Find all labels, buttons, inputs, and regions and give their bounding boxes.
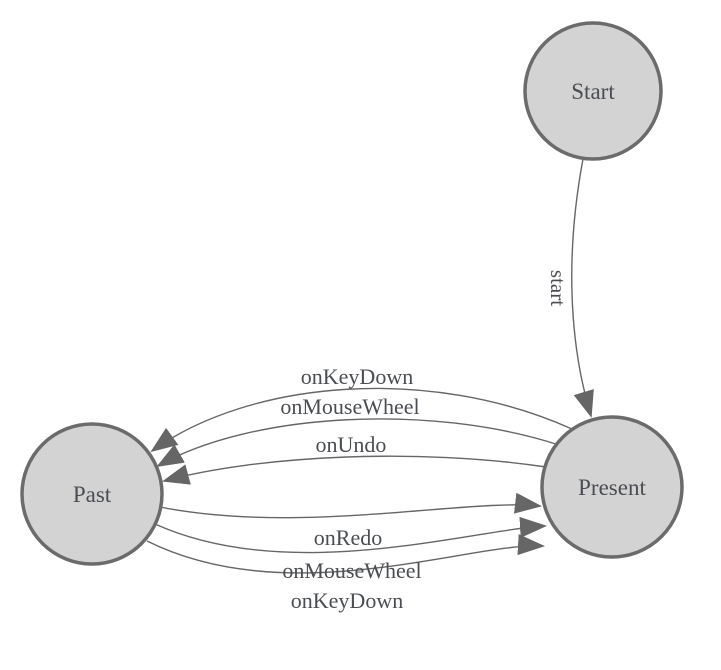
node-start-circle: [523, 21, 663, 161]
edge-label-start: start: [546, 270, 570, 306]
edge-present-to-past-onundo: [162, 455, 547, 485]
edge-past-to-present-onkeydown: [146, 534, 545, 574]
edge-past-to-present-onmousewheel: [154, 516, 547, 554]
node-present-circle: [540, 415, 684, 559]
edge-group: [146, 158, 594, 574]
edge-present-to-past-onmousewheel: [156, 418, 560, 467]
edge-label-onmousewheel-top: onMouseWheel: [280, 394, 419, 419]
edge-label-onundo: onUndo: [316, 432, 387, 457]
node-present: Present: [540, 415, 684, 559]
node-start: Start: [523, 21, 663, 161]
edge-label-group: start onKeyDown onMouseWheel onUndo onRe…: [280, 270, 570, 613]
edge-label-onmousewheel-bottom: onMouseWheel: [282, 558, 421, 583]
node-past: Past: [20, 422, 164, 566]
edge-start-to-present: [571, 158, 594, 418]
edge-label-onkeydown-bottom: onKeyDown: [291, 588, 403, 613]
node-past-label: Past: [73, 482, 112, 507]
edge-past-to-present-onredo: [159, 492, 542, 519]
node-past-circle: [20, 422, 164, 566]
edge-present-to-past-onkeydown: [150, 387, 573, 453]
node-group: Start Present Past: [20, 21, 684, 566]
node-present-label: Present: [578, 475, 646, 500]
edge-label-onredo: onRedo: [314, 525, 382, 550]
node-start-label: Start: [571, 79, 615, 104]
edge-label-onkeydown-top: onKeyDown: [301, 364, 413, 389]
